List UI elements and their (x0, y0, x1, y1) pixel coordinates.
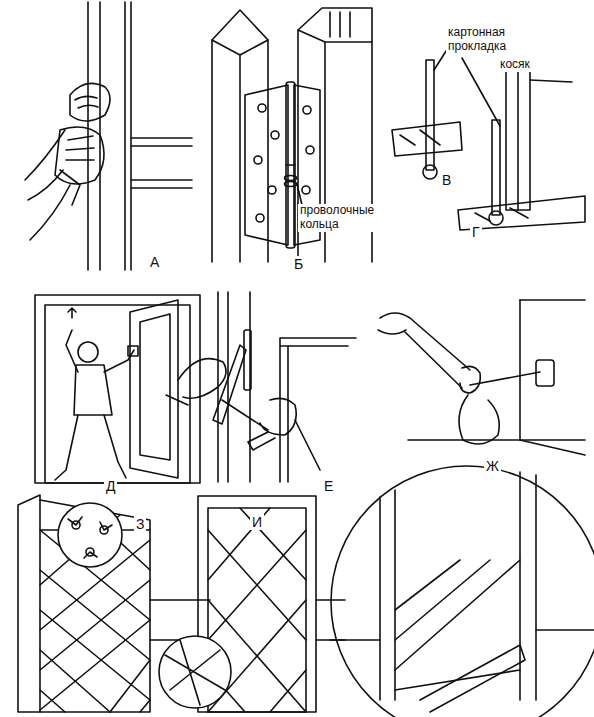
panel-i-drawing (159, 496, 345, 712)
panel-d-drawing (35, 295, 200, 483)
part-label: проволочные кольца (298, 204, 382, 232)
detail-circle-drawing (330, 466, 594, 717)
panel-letter: И (250, 514, 264, 530)
panel-letter: З (134, 516, 146, 532)
panel-vg-drawing (392, 48, 585, 230)
panel-letter: Д (104, 478, 117, 494)
panel-letter: Е (322, 478, 335, 494)
part-label: картонная прокладка (446, 26, 524, 54)
panel-a-drawing (25, 2, 192, 270)
part-label: косяк (498, 58, 532, 72)
panel-letter: Ж (484, 458, 501, 474)
panel-letter: Г (470, 224, 482, 240)
panel-letter: В (440, 172, 453, 188)
panel-letter: Б (292, 256, 305, 272)
panel-e-drawing (166, 292, 356, 482)
panel-letter: А (148, 254, 161, 270)
panel-zh-drawing (378, 300, 585, 455)
